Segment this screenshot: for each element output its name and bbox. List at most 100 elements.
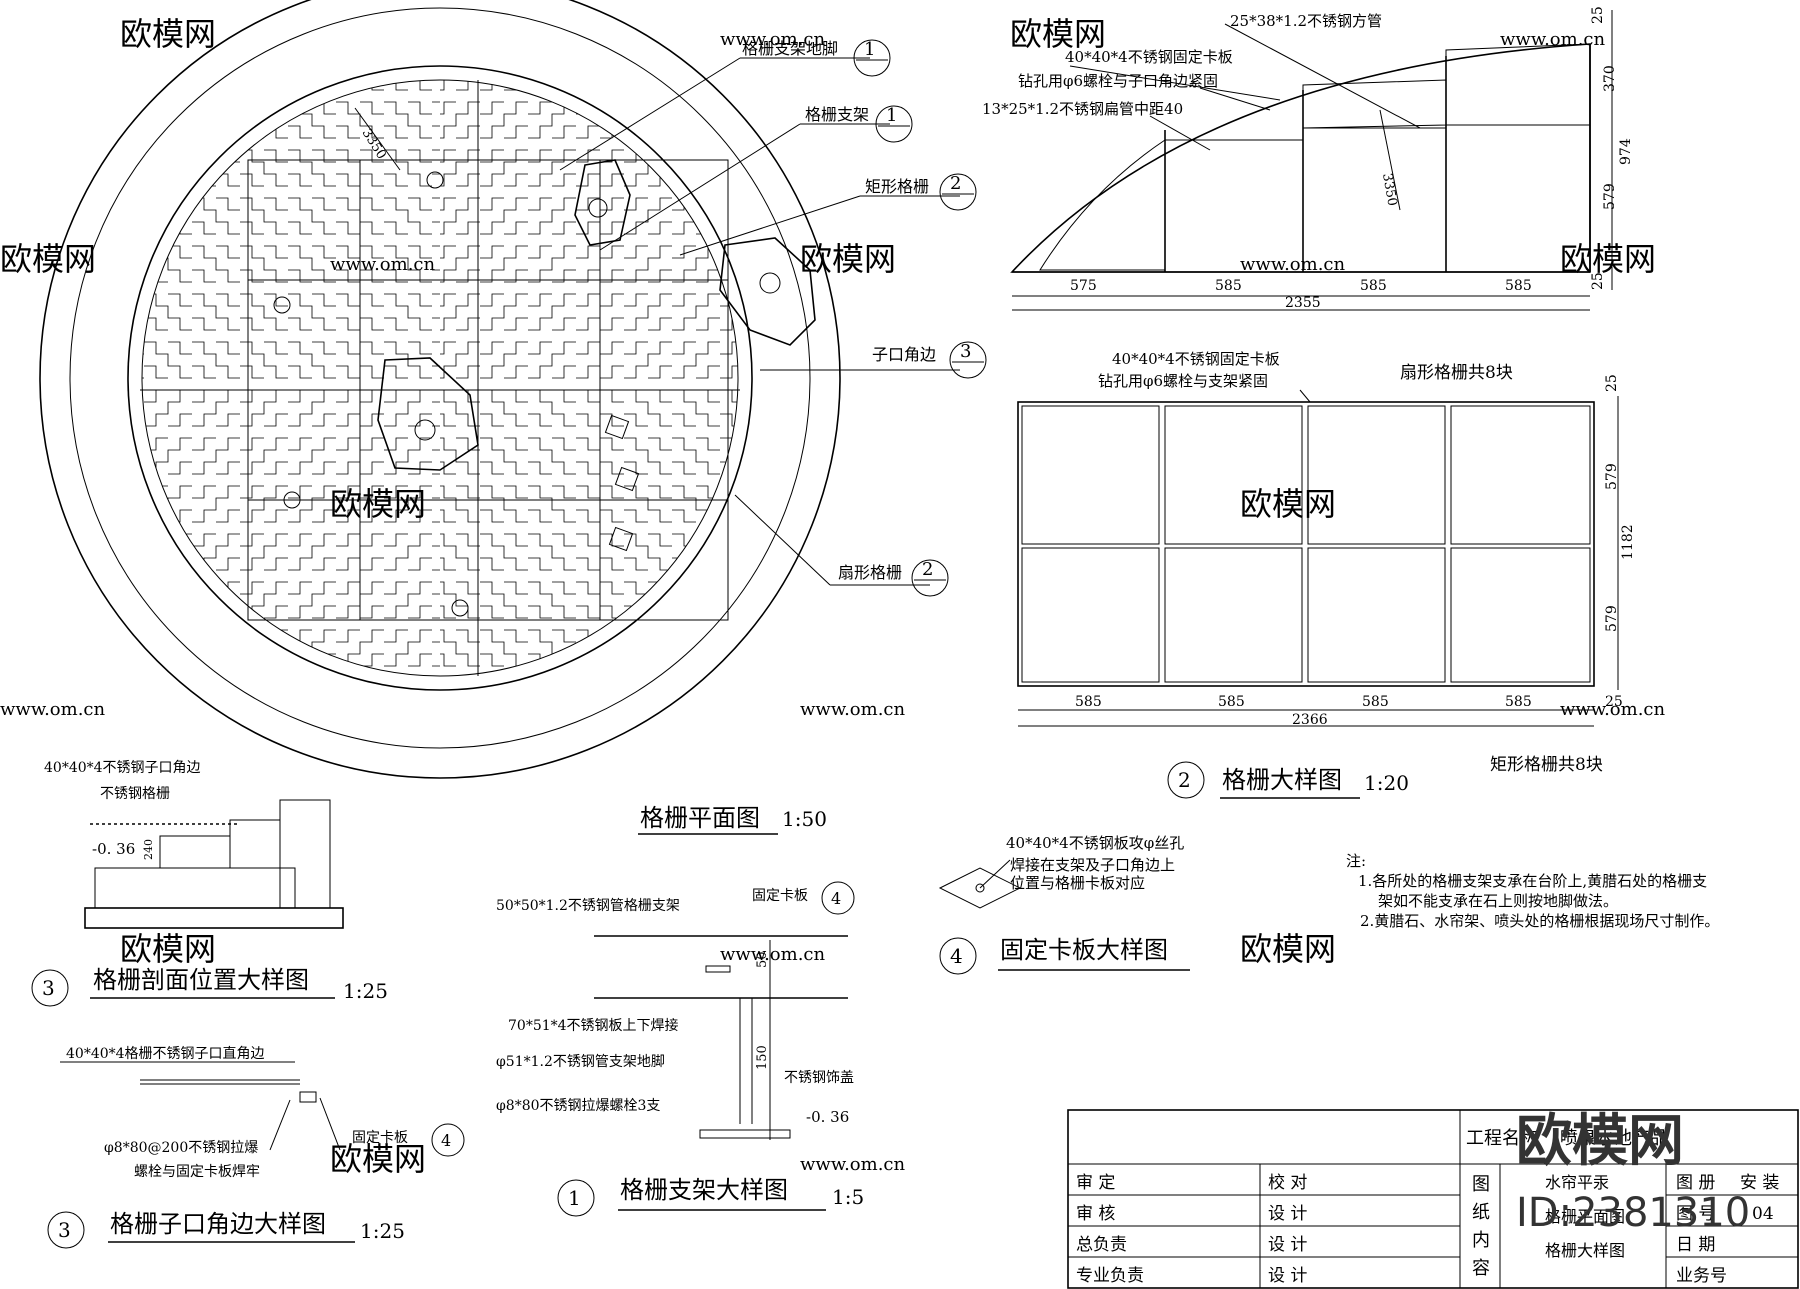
rect-scale: 1:20 (1364, 771, 1409, 795)
plan-callout-num-3: 3 (960, 341, 971, 362)
rect-title-num: 2 (1178, 768, 1191, 792)
tb-row-2-a: 总负责 (1076, 1235, 1127, 1255)
tb-right-label-1: 图 号 (1676, 1204, 1715, 1224)
brand-stamp-logo: 欧模网 (1516, 1109, 1684, 1174)
edge-label-2: 螺栓与固定卡板焊牢 (134, 1164, 260, 1180)
brand-stamp-id: ID:2381310 (1516, 1190, 1750, 1236)
rect-dim-bottom-1: 585 (1218, 694, 1245, 710)
rect-dim-bottom-4: 25 (1605, 694, 1623, 710)
watermark-text: www.om.cn (1240, 254, 1346, 275)
fan-note-3: 13*25*1.2不锈钢扁管中距40 (982, 100, 1183, 118)
title-block: 工程名称 喷泉水池产品 审 定 校 对 审 核 设 计 总负责 设 计 专业负责… (1067, 1109, 1799, 1289)
watermark-text: www.om.cn (1560, 699, 1666, 720)
fan-grating-detail: 3350 25*38*1.2不锈钢方管 40*40*4不锈钢固定卡板 钻孔用φ6… (982, 6, 1634, 311)
edge-title-num: 3 (58, 1218, 71, 1242)
tb-right-label-2: 日 期 (1676, 1235, 1715, 1255)
tb-row-2-b: 设 计 (1268, 1235, 1307, 1255)
watermark-text: www.om.cn (800, 1154, 906, 1175)
tb-content-value-2: 格栅大样图 (1545, 1241, 1625, 1260)
support-ref-num: 4 (831, 889, 841, 908)
watermark-text: 欧模网 (330, 1140, 426, 1178)
fan-dim-right-1: 370 (1602, 65, 1618, 92)
rect-count: 矩形格栅共8块 (1490, 755, 1603, 775)
section-scale: 1:25 (343, 979, 388, 1003)
fan-dim-right-4: 25 (1590, 272, 1606, 290)
tb-row-0-a: 审 定 (1076, 1173, 1115, 1193)
edge-detail: 40*40*4格栅不锈钢子口直角边 φ8*80@200不锈钢拉爆 螺栓与固定卡板… (47, 1045, 465, 1249)
rect-dim-bottom-0: 585 (1075, 694, 1102, 710)
plate-label-2: 位置与格栅卡板对应 (1010, 874, 1145, 892)
plan-view: 3350 格栅支架地脚 格栅支架 矩形格栅 子口角边 扇形格栅 1 1 2 3 … (39, 0, 987, 835)
support-dim-1: 150 (755, 1045, 770, 1070)
notes-head: 注: (1346, 852, 1366, 870)
support-title: 格栅支架大样图 (620, 1176, 788, 1204)
notes-line-2: 2.黄腊石、水帘架、喷头处的格栅根据现场尺寸制作。 (1360, 912, 1719, 930)
support-title-num: 1 (568, 1186, 581, 1210)
fan-dim-bottom-0: 575 (1070, 278, 1097, 294)
plan-callout-label-4: 扇形格栅 (838, 563, 902, 582)
fan-radius-dim: 3350 (1379, 172, 1400, 207)
tb-content-1: 纸 (1472, 1202, 1490, 1223)
watermark-text: 欧模网 (1240, 485, 1336, 523)
support-dim-0: 50 (755, 951, 770, 968)
plan-title: 格栅平面图 (640, 804, 760, 832)
tb-right-value-0: 安 装 (1740, 1173, 1779, 1193)
plan-callout-num-4: 2 (922, 559, 933, 580)
support-scale: 1:5 (832, 1185, 864, 1209)
tb-right-label-3: 业务号 (1676, 1266, 1727, 1286)
tb-right-label-0: 图 册 (1676, 1173, 1715, 1193)
edge-scale: 1:25 (360, 1219, 405, 1243)
notes: 注: 1.各所处的格栅支架支承在台阶上,黄腊石处的格栅支 架如不能支承在石上则按… (1346, 852, 1719, 930)
tb-content-2: 内 (1472, 1230, 1490, 1251)
watermark-text: 欧模网 (800, 240, 896, 278)
fan-note-1: 40*40*4不锈钢固定卡板 (1065, 48, 1233, 66)
plan-callout-label-0: 格栅支架地脚 (742, 39, 838, 58)
section-title-num: 3 (42, 976, 55, 1000)
fan-note-2: 钻孔用φ6螺栓与子口角边紧固 (1018, 72, 1218, 90)
plate-label-1: 焊接在支架及子口角边上 (1010, 856, 1175, 874)
edge-label-1: φ8*80@200不锈钢拉爆 (104, 1140, 258, 1156)
plate-title-num: 4 (950, 944, 963, 968)
section-detail: 40*40*4不锈钢子口角边 不锈钢格栅 -0. 36 240 3 格栅剖面位置… (31, 760, 388, 1007)
plan-callout-num-1: 1 (886, 105, 897, 126)
rect-note-1: 钻孔用φ6螺栓与支架紧固 (1098, 372, 1268, 390)
rect-dim-bottom-2: 585 (1362, 694, 1389, 710)
tb-content-value-0: 水帘平汞 (1545, 1173, 1609, 1192)
plan-scale: 1:50 (782, 807, 827, 831)
edge-title: 格栅子口角边大样图 (110, 1210, 326, 1238)
support-label-1: 固定卡板 (752, 888, 808, 904)
watermark-text: www.om.cn (0, 699, 106, 720)
plan-callout-label-3: 子口角边 (872, 345, 936, 364)
support-label-4: φ8*80不锈钢拉爆螺栓3支 (496, 1098, 660, 1114)
support-label-0: 50*50*1.2不锈钢管格栅支架 (496, 898, 680, 914)
tb-row-1-a: 审 核 (1076, 1204, 1115, 1224)
tb-row-3-a: 专业负责 (1076, 1266, 1144, 1286)
plan-callout-label-2: 矩形格栅 (865, 177, 929, 196)
support-label-5: 不锈钢饰盖 (784, 1070, 854, 1086)
rect-dim-right-3: 579 (1604, 605, 1620, 632)
tb-row-1-b: 设 计 (1268, 1204, 1307, 1224)
watermark-text: www.om.cn (720, 29, 826, 50)
tb-content-0: 图 (1472, 1174, 1490, 1195)
project-value: 喷泉水池产品 (1560, 1128, 1668, 1149)
support-label-3: φ51*1.2不锈钢管支架地脚 (496, 1054, 665, 1070)
plan-callouts: 格栅支架地脚 格栅支架 矩形格栅 子口角边 扇形格栅 1 1 2 3 2 (559, 39, 987, 597)
project-label: 工程名称 (1466, 1128, 1538, 1149)
section-label-0: 40*40*4不锈钢子口角边 (44, 760, 201, 776)
notes-line-0: 1.各所处的格栅支架支承在台阶上,黄腊石处的格栅支 (1358, 872, 1707, 890)
fan-dim-total: 2355 (1285, 295, 1321, 311)
watermark-text: 欧模网 (120, 15, 216, 53)
plan-callout-num-2: 2 (950, 173, 961, 194)
tb-content-3: 容 (1472, 1258, 1490, 1279)
watermark-text: 欧模网 (1240, 930, 1336, 968)
tb-row-3-b: 设 计 (1268, 1266, 1307, 1286)
fan-dim-right-0: 25 (1590, 6, 1606, 24)
fan-dim-right-3: 579 (1602, 183, 1618, 210)
support-level: -0. 36 (806, 1108, 849, 1126)
rect-fan-count: 扇形格栅共8块 (1400, 363, 1513, 383)
tb-content-value-1: 格栅平面图 (1545, 1207, 1625, 1226)
rect-grating-detail: 40*40*4不锈钢固定卡板 钻孔用φ6螺栓与支架紧固 扇形格栅共8块 585 … (1017, 350, 1636, 799)
watermark-text: 欧模网 (1010, 15, 1106, 53)
rect-dim-right-0: 25 (1604, 374, 1620, 392)
